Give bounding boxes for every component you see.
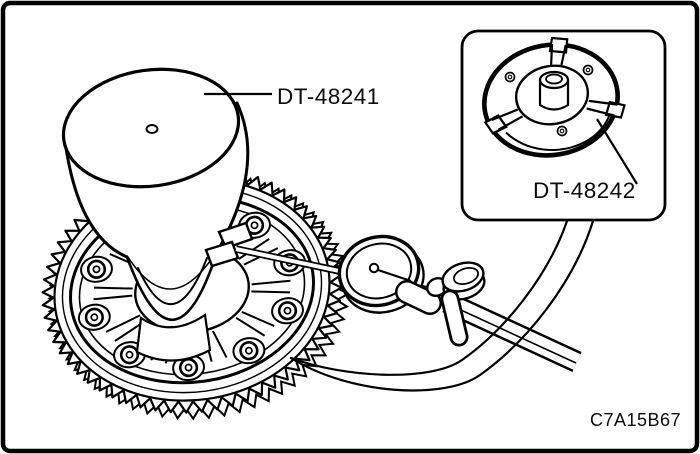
plate-screw-center (507, 74, 513, 80)
inset-leader-line (596, 118, 638, 185)
plate-center-nub (545, 73, 563, 85)
plate-slot-edge (588, 99, 618, 106)
case-spoke (93, 286, 133, 290)
case-hub-below (135, 313, 212, 362)
case-spoke (251, 290, 291, 294)
case-spoke (105, 314, 141, 333)
probe-tip-bracket (204, 240, 240, 268)
figure-labels: DT-48241 DT-48242 C7A15B67 (204, 84, 681, 430)
clamp-knob-face (441, 261, 485, 293)
tool-inset-label: DT-48242 (533, 178, 636, 203)
bolt-center (244, 346, 253, 355)
plate-slot-edge (498, 115, 524, 131)
inset-callout-curve (289, 219, 595, 392)
saddle-accent-arc (137, 257, 208, 305)
plate-screw (582, 64, 594, 76)
plate-screw (504, 71, 516, 83)
bolt-center (125, 350, 134, 359)
case-spoke (251, 279, 291, 286)
gauge-plate-spokes (483, 36, 626, 152)
plate-screws (504, 64, 594, 137)
inset-detail-box (460, 29, 667, 222)
cylinder-left-edge (63, 139, 129, 259)
mount-rod-body (443, 294, 581, 370)
dial-needle-pivot (368, 262, 380, 274)
callout-curve-outer (289, 219, 595, 392)
clamp-knob-detail (452, 266, 480, 286)
plate-slot-edge (586, 107, 615, 117)
tool-dt48241-cylinder (61, 67, 250, 362)
figure-code: C7A15B67 (590, 410, 681, 430)
callout-curve-inner (289, 219, 569, 376)
clamp-lever-body (443, 292, 466, 344)
plate-screw-center (585, 67, 591, 73)
bolt-center (184, 363, 193, 372)
mount-rod-center-line (449, 304, 577, 364)
plate-screw-center (559, 128, 565, 134)
dial-face-inner-ring (345, 242, 413, 300)
case-facet (217, 221, 254, 250)
plate-slot-edge (491, 108, 519, 122)
dial-indicator (337, 234, 582, 372)
plate-step-edge (505, 113, 611, 152)
bolt-center (250, 221, 259, 230)
plate-screw (556, 125, 568, 137)
case-spoke (93, 294, 133, 301)
case-spoke (235, 316, 266, 337)
case-spoke (238, 238, 270, 260)
dial-stem-body (397, 282, 440, 313)
case-spoke (212, 330, 228, 358)
case-spoke (241, 310, 275, 327)
bolt-center (90, 313, 99, 322)
tool-upper-label: DT-48241 (277, 84, 380, 109)
plate-slot-edge (549, 43, 554, 69)
dial-needle (377, 268, 412, 283)
plate-slot-edge (559, 44, 567, 70)
bolt-center (92, 265, 101, 274)
bolt-center (283, 306, 292, 315)
saddle-lower-arc (125, 250, 219, 321)
cylinder-center-hole (145, 124, 159, 134)
plate-slot-tab (548, 36, 569, 54)
